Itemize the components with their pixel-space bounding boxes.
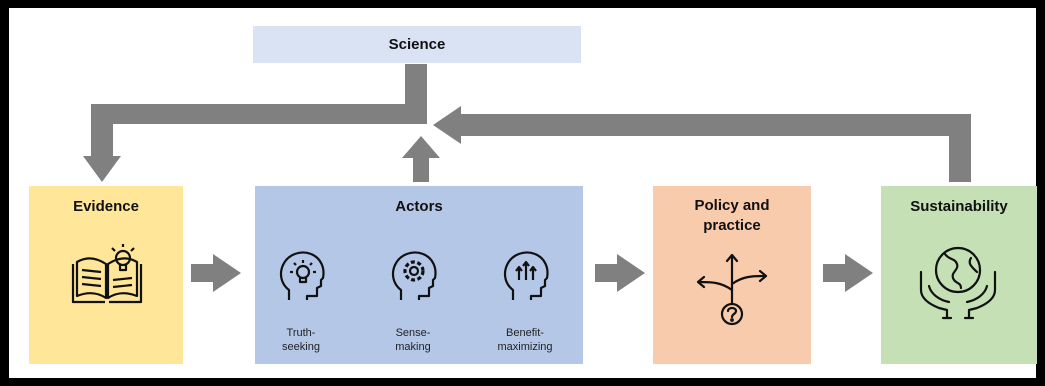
arrow-policy-to-sustainability xyxy=(845,254,873,292)
actor-caption-truth-seeking: Truth- seeking xyxy=(282,327,320,353)
actor-caption-sense-making: Sense- making xyxy=(395,327,431,353)
actors-box: Actors Truth- seeking Sense- making xyxy=(255,186,583,364)
science-label: Science xyxy=(388,36,446,53)
actors-label: Actors xyxy=(395,198,443,215)
science-box: Science xyxy=(253,26,581,63)
sustainability-box: Sustainability xyxy=(881,186,1037,364)
arrow-actors-up xyxy=(402,136,440,158)
crossroads-question-icon xyxy=(696,253,768,326)
evidence-label: Evidence xyxy=(73,198,139,215)
arrow-feedback-to-science xyxy=(433,106,461,144)
science-to-evidence-connector xyxy=(91,104,427,124)
flow-arrows xyxy=(83,64,971,292)
sustainability-label: Sustainability xyxy=(910,198,1008,215)
arrow-evidence-to-actors xyxy=(213,254,241,292)
diagram-canvas: Science Evidence Actors xyxy=(9,8,1037,378)
policy-label: Policy and practice xyxy=(694,197,770,234)
arrow-actors-to-policy xyxy=(617,254,645,292)
book-lightbulb-icon xyxy=(71,244,143,304)
evidence-down-connector xyxy=(91,104,113,158)
policy-box: Policy and practice xyxy=(653,186,811,364)
head-arrows-up-icon xyxy=(503,251,549,300)
head-gear-icon xyxy=(391,251,437,300)
actor-caption-benefit-maximizing: Benefit- maximizing xyxy=(497,327,553,353)
arrow-to-evidence xyxy=(83,156,121,182)
head-lightbulb-icon xyxy=(279,251,325,300)
feedback-connector xyxy=(459,114,971,136)
actors-up-connector xyxy=(413,156,429,182)
evidence-box: Evidence xyxy=(29,186,183,364)
hands-globe-icon xyxy=(919,246,997,320)
